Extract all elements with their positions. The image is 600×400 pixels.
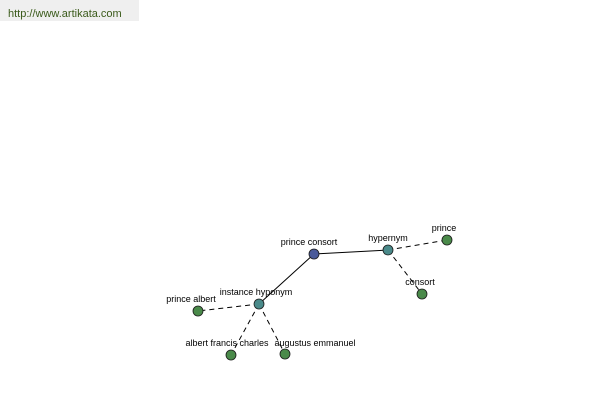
node-prince[interactable]: [441, 234, 453, 246]
node-augustus-emmanuel[interactable]: [279, 348, 291, 360]
source-link[interactable]: http://www.artikata.com: [8, 8, 122, 20]
label-prince-consort[interactable]: prince consort: [281, 237, 338, 247]
edge-instance-hyponym-to-augustus-emmanuel: [258, 303, 286, 355]
edge-hypernym-to-consort: [387, 249, 423, 295]
label-instance-hyponym[interactable]: instance hyponym: [220, 287, 293, 297]
label-augustus-emmanuel[interactable]: augustus emmanuel: [274, 338, 355, 348]
nodes-layer: [192, 234, 453, 361]
source-bar: http://www.artikata.com: [0, 0, 139, 21]
edges-layer: [197, 239, 448, 356]
label-hypernym[interactable]: hypernym: [368, 233, 408, 243]
edge-prince-consort-to-hypernym: [313, 249, 389, 255]
node-hypernym[interactable]: [382, 244, 394, 256]
node-consort[interactable]: [416, 288, 428, 300]
label-prince[interactable]: prince: [432, 223, 457, 233]
node-prince-consort[interactable]: [308, 248, 320, 260]
node-prince-albert[interactable]: [192, 305, 204, 317]
node-albert-francis-charles[interactable]: [225, 349, 237, 361]
edge-prince-consort-to-instance-hyponym: [258, 253, 315, 305]
node-instance-hyponym[interactable]: [253, 298, 265, 310]
label-consort[interactable]: consort: [405, 277, 435, 287]
labels-layer: prince consort hypernym instance hyponym pr…: [166, 223, 456, 348]
edge-instance-hyponym-to-albert-francis-charles: [230, 303, 260, 356]
edge-hypernym-to-prince: [387, 239, 448, 251]
edge-instance-hyponym-to-prince-albert: [197, 303, 260, 312]
label-prince-albert[interactable]: prince albert: [166, 294, 216, 304]
label-albert-francis-charles[interactable]: albert francis charles: [185, 338, 269, 348]
